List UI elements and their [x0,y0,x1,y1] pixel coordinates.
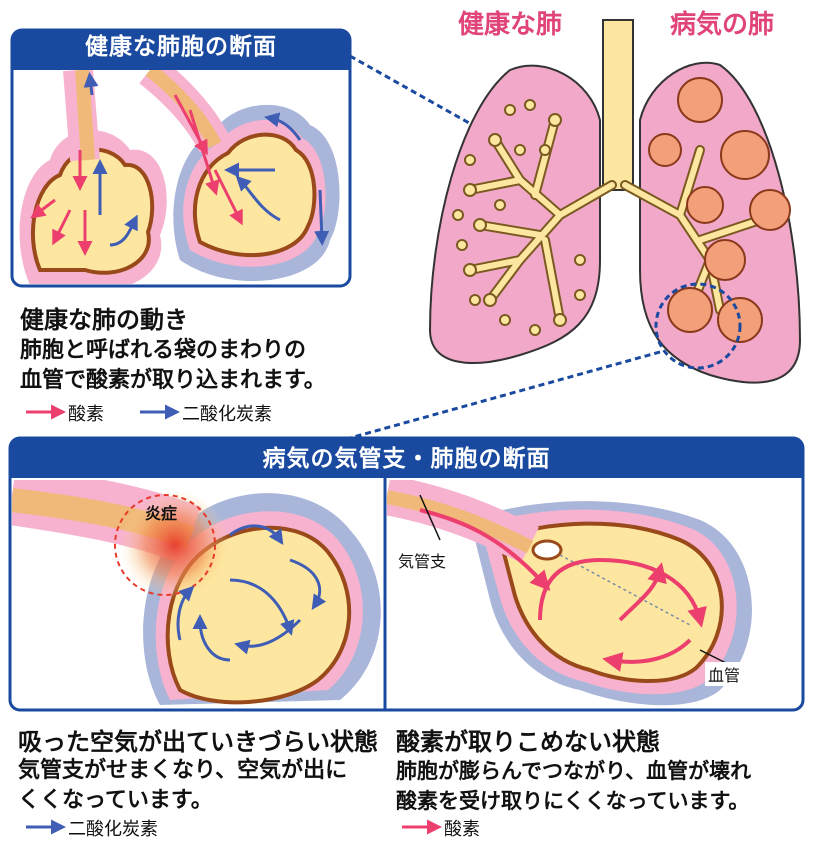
right-body: 肺胞が膨らんでつながり、血管が壊れ 酸素を受け取りにくくなっています。 [396,756,751,816]
right-body-line-2: 酸素を受け取りにくくなっています。 [396,786,751,816]
bronchus-label: 気管支 [395,548,449,572]
right-legend-oxygen-label: 酸素 [444,815,480,841]
sick-panel [10,438,803,710]
healthy-body-line-2: 血管で酸素が取り込まれます。 [20,366,326,396]
inflammation-label: 炎症 [145,500,177,524]
sick-section-title: 病気の気管支・肺胞の断面 [10,440,803,478]
healthy-body-line-1: 肺胞と呼ばれる袋のまわりの [20,336,326,366]
healthy-legend-co2: 二酸化炭素 [182,400,272,426]
left-body-line-1: 気管支がせまくなり、空気が出に [18,756,347,786]
right-legend-oxygen: 酸素 [444,815,480,841]
left-legend-co2-label: 二酸化炭素 [68,815,158,841]
lungs-illustration [430,20,800,383]
healthy-heading: 健康な肺の動き [20,300,188,335]
healthy-body: 肺胞と呼ばれる袋のまわりの 血管で酸素が取り込まれます。 [20,336,326,396]
healthy-section-title: 健康な肺胞の断面 [12,28,350,66]
right-body-line-1: 肺胞が膨らんでつながり、血管が壊れ [396,756,751,786]
left-body: 気管支がせまくなり、空気が出に くくなっています。 [18,756,347,816]
legend-co2-label: 二酸化炭素 [182,400,272,426]
sick-lung-label: 病気の肺 [670,4,774,41]
blood-vessel-label: 血管 [705,662,743,686]
healthy-legend-oxygen: 酸素 [68,400,104,426]
left-legend-co2: 二酸化炭素 [68,815,158,841]
healthy-alveoli-panel [12,30,350,289]
left-body-line-2: くくなっています。 [18,786,347,816]
left-heading: 吸った空気が出ていきづらい状態 [18,722,378,757]
legend-oxygen-label: 酸素 [68,400,104,426]
healthy-lung-label: 健康な肺 [458,4,562,41]
right-heading: 酸素が取りこめない状態 [396,722,660,757]
